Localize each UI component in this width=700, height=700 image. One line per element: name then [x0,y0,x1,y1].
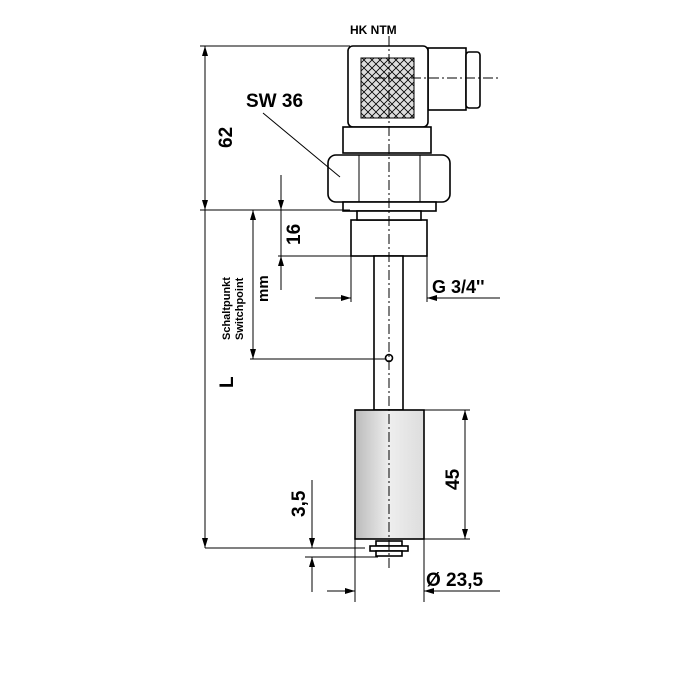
switchpoint-en-label: Switchpoint [234,277,246,340]
thread-length-label: 16 [284,224,305,245]
dimension-lines [200,45,500,602]
float-diameter-label: Ø 23,5 [426,570,483,591]
title: HK NTM [350,23,397,37]
length-label: L [217,376,238,388]
wrench-size-label: SW 36 [246,91,303,112]
thread-label: G 3/4'' [432,277,485,297]
switchpoint-de-label: Schaltpunkt [221,277,233,340]
height-top-label: 62 [216,127,237,148]
connector-mesh [360,57,415,119]
switchpoint-unit-label: mm [255,275,272,302]
connector-head [342,45,481,154]
bottom-offset-label: 3,5 [289,490,310,517]
float-height-label: 45 [443,468,464,490]
